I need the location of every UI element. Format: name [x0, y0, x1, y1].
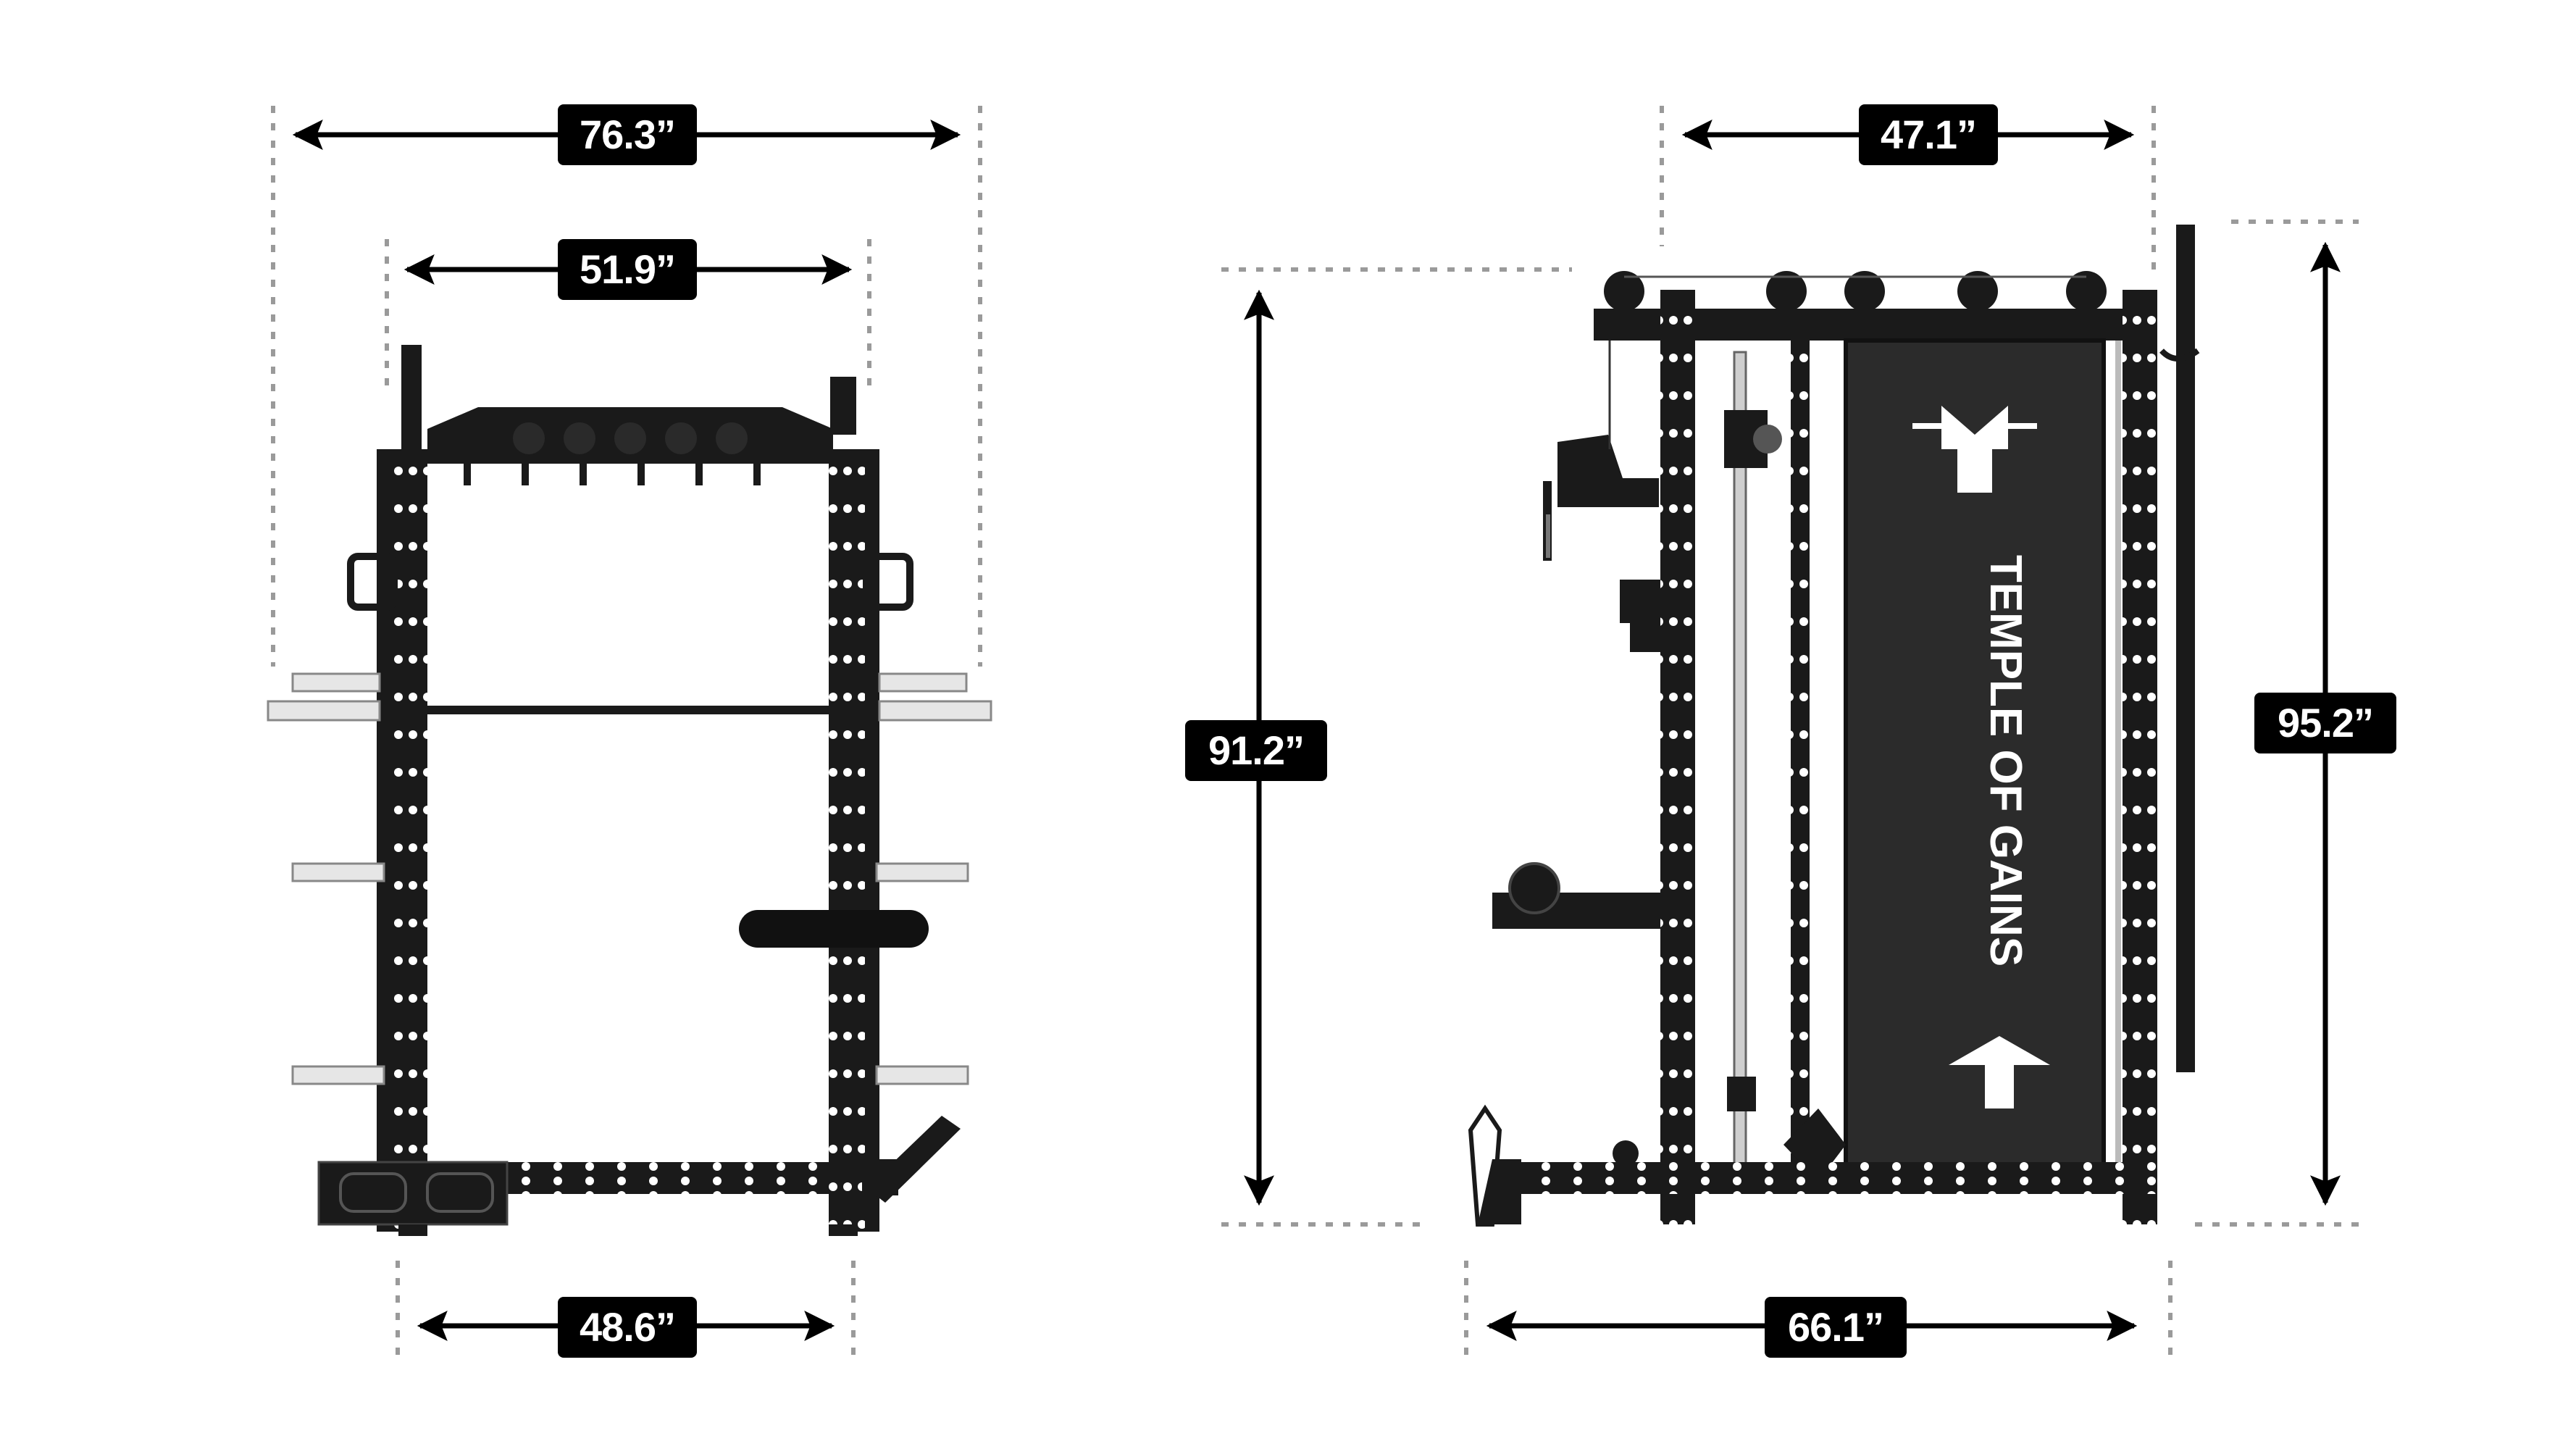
- front-right-upright: [829, 449, 865, 1232]
- panel-logo-icon: [1912, 406, 2037, 493]
- front-base-plate: [317, 1161, 509, 1226]
- guide-lines: [271, 106, 2359, 1355]
- side-view-rack: TEMPLE OF GAINS: [1468, 225, 2200, 1227]
- side-guide-rod: [1733, 351, 1747, 1172]
- dim-side-base-depth: 66.1”: [1765, 1297, 1907, 1358]
- dim-side-right-height: 95.2”: [2254, 693, 2396, 753]
- front-plate-horns: [267, 672, 992, 1085]
- side-base-beam: [1521, 1162, 2157, 1194]
- panel-brand-text: TEMPLE OF GAINS: [1981, 555, 2031, 966]
- panel-emblem-icon: [1949, 1036, 2050, 1108]
- front-leg-roller: [739, 910, 929, 948]
- dim-front-outer-width: 76.3”: [558, 104, 697, 165]
- dim-front-inner-width: 51.9”: [558, 239, 697, 300]
- front-barbell: [420, 706, 840, 714]
- side-top-pulleys: [1604, 271, 2107, 312]
- front-view-rack: [267, 345, 992, 1236]
- dim-side-top-depth: 47.1”: [1859, 104, 1998, 165]
- side-plate: [1508, 862, 1560, 914]
- side-vertical-barbell: [2176, 225, 2195, 1072]
- dim-front-base-width: 48.6”: [558, 1297, 697, 1358]
- side-front-upright: [1660, 290, 1695, 1224]
- front-pullup-knobs: [513, 422, 748, 454]
- side-base-foot: [1478, 1159, 1521, 1224]
- dim-side-left-height: 91.2”: [1185, 720, 1327, 781]
- side-rear-upright: [2123, 290, 2157, 1224]
